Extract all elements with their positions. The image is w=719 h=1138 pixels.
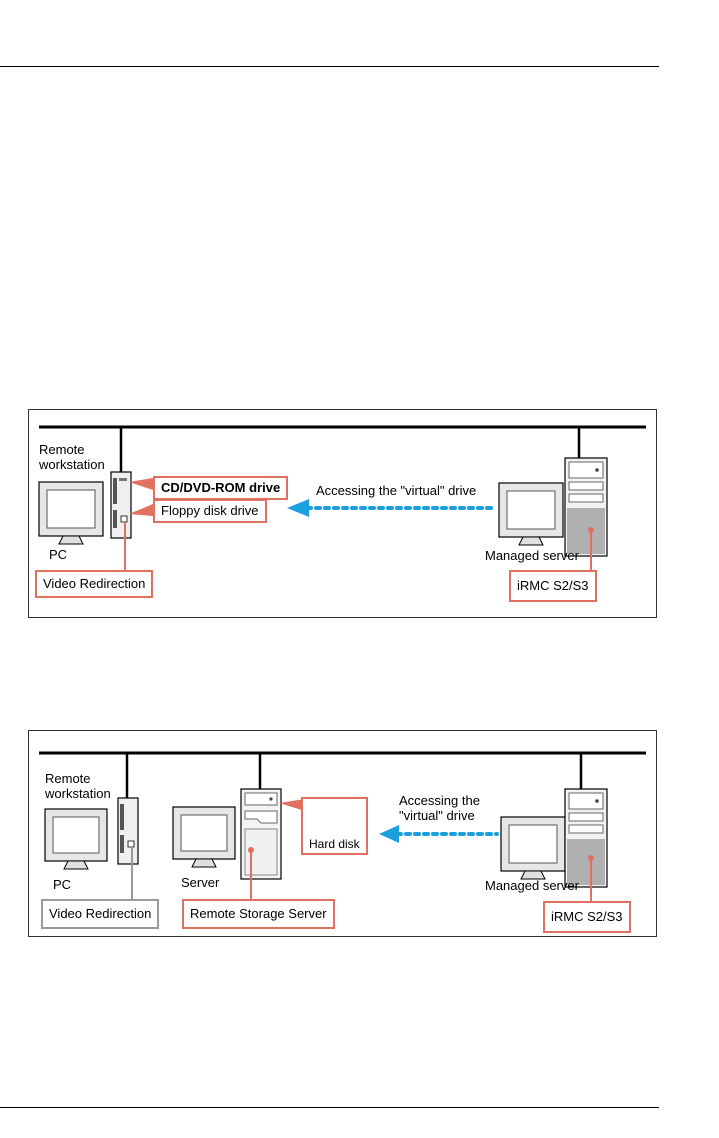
remote-workstation-label: Remote workstation (39, 442, 105, 472)
pc-tower-icon (110, 471, 132, 539)
storage-server-monitor-icon (172, 806, 236, 868)
pc-label: PC (53, 877, 72, 892)
irmc-pointer-dot (588, 527, 594, 533)
server-label: Server (181, 875, 220, 890)
storage-pointer-dot (248, 847, 254, 853)
pc-monitor-icon (44, 808, 108, 870)
remote-storage-server-callout: Remote Storage Server (182, 899, 335, 929)
managed-server-monitor-icon (498, 482, 564, 546)
irmc-callout: iRMC S2/S3 (509, 570, 597, 602)
remote-workstation-label: Remote workstation (45, 771, 111, 801)
header-rule (0, 66, 659, 67)
managed-server-monitor-icon (500, 816, 566, 880)
cd-pointer (129, 478, 153, 490)
figure2-graphics (39, 751, 646, 905)
accessing-virtual-drive-label: Accessing the "virtual" drive (316, 483, 477, 498)
footer-rule (0, 1107, 659, 1108)
figure1-graphics (38, 425, 646, 572)
hard-disk-callout: Hard disk (301, 797, 368, 855)
accessing-virtual-drive-label: Accessing the "virtual" drive (399, 793, 480, 823)
floppy-pointer (129, 504, 153, 516)
video-redirection-callout: Video Redirection (35, 570, 154, 598)
floppy-disk-drive-callout: Floppy disk drive (153, 499, 267, 523)
managed-server-tower-icon (564, 457, 608, 557)
pc-tower-icon (117, 797, 139, 865)
pc-monitor-icon (38, 481, 104, 545)
cd-dvd-rom-drive-callout: CD/DVD-ROM drive (153, 476, 289, 500)
managed-server-label: Managed server (485, 548, 579, 563)
managed-server-tower-icon (564, 788, 608, 888)
irmc-callout: iRMC S2/S3 (543, 901, 631, 933)
pc-label: PC (49, 547, 68, 562)
virtual-drive-arrowhead (287, 499, 309, 517)
figure-remote-storage-server: Remote workstation PC Server Hard disk A… (28, 730, 657, 937)
irmc-pointer-dot (588, 855, 594, 861)
video-redirection-callout: Video Redirection (41, 899, 160, 929)
managed-server-label: Managed server (485, 878, 579, 893)
storage-server-tower-icon (240, 788, 282, 880)
virtual-drive-arrowhead (379, 825, 399, 843)
figure-video-redirection-local-drives: Remote workstation PC CD/DVD-ROM drive F… (28, 409, 657, 618)
hard-disk-pointer (279, 799, 305, 811)
